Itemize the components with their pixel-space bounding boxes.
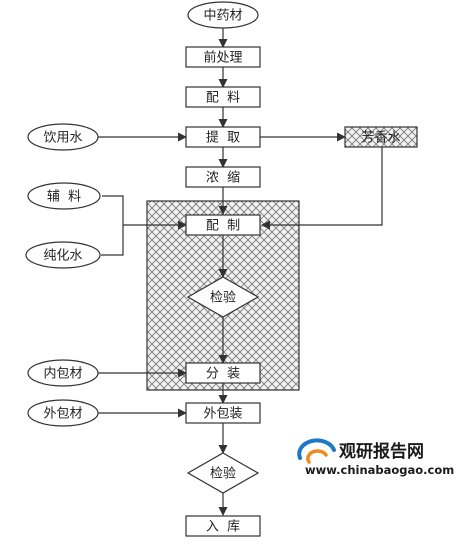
start-node: 中药材 [187,1,259,29]
decision-inspection-1: 检验 [186,276,260,318]
step-outer-packaging-label: 外包装 [203,407,242,422]
watermark: 观研报告网 www.chinabaogao.com [297,438,454,477]
input-outer-packaging-material: 外包材 [27,399,99,427]
input-inner-packaging-label: 内包材 [43,366,82,382]
decision-inspection-2-label: 检验 [210,466,236,482]
step-extraction: 提 取 [185,126,261,148]
decision-inspection-1-label: 检验 [210,290,236,306]
watermark-brand: 观研报告网 [338,441,424,462]
step-packaging-label: 分 装 [206,367,240,382]
step-packaging: 分 装 [185,362,261,384]
input-purified-water: 纯化水 [25,241,101,269]
arrow-aromatic-to-preparation [261,147,383,230]
step-warehousing-label: 入 库 [206,519,240,535]
input-outer-packaging-material-label: 外包材 [43,407,82,422]
input-purified-water-label: 纯化水 [43,249,82,264]
decision-inspection-2: 检验 [186,452,260,494]
step-extraction-label: 提 取 [206,130,240,146]
input-drinking-water: 饮用水 [27,123,99,151]
input-excipient: 辅 料 [27,182,101,210]
input-excipient-label: 辅 料 [47,190,81,205]
bracket-excipient-purified [101,195,124,256]
step-batching-label: 配 料 [206,91,240,106]
step-aromatic-water: 芳香水 [344,126,418,148]
step-outer-packaging: 外包装 [185,402,261,424]
step-preparation-label: 配 制 [206,219,240,234]
step-batching: 配 料 [185,86,261,108]
watermark-url: www.chinabaogao.com [305,463,454,477]
connectors [98,28,383,516]
step-concentration-label: 浓 缩 [206,170,240,186]
step-pretreatment-label: 前处理 [203,50,242,66]
step-preparation: 配 制 [185,214,261,236]
input-inner-packaging: 内包材 [27,359,99,387]
step-concentration: 浓 缩 [185,166,261,188]
step-pretreatment: 前处理 [185,46,261,68]
start-node-label: 中药材 [203,9,242,24]
step-warehousing: 入 库 [185,515,261,537]
input-drinking-water-label: 饮用水 [43,131,82,146]
swirl-logo-icon [297,438,336,464]
step-aromatic-water-label: 芳香水 [361,131,400,146]
